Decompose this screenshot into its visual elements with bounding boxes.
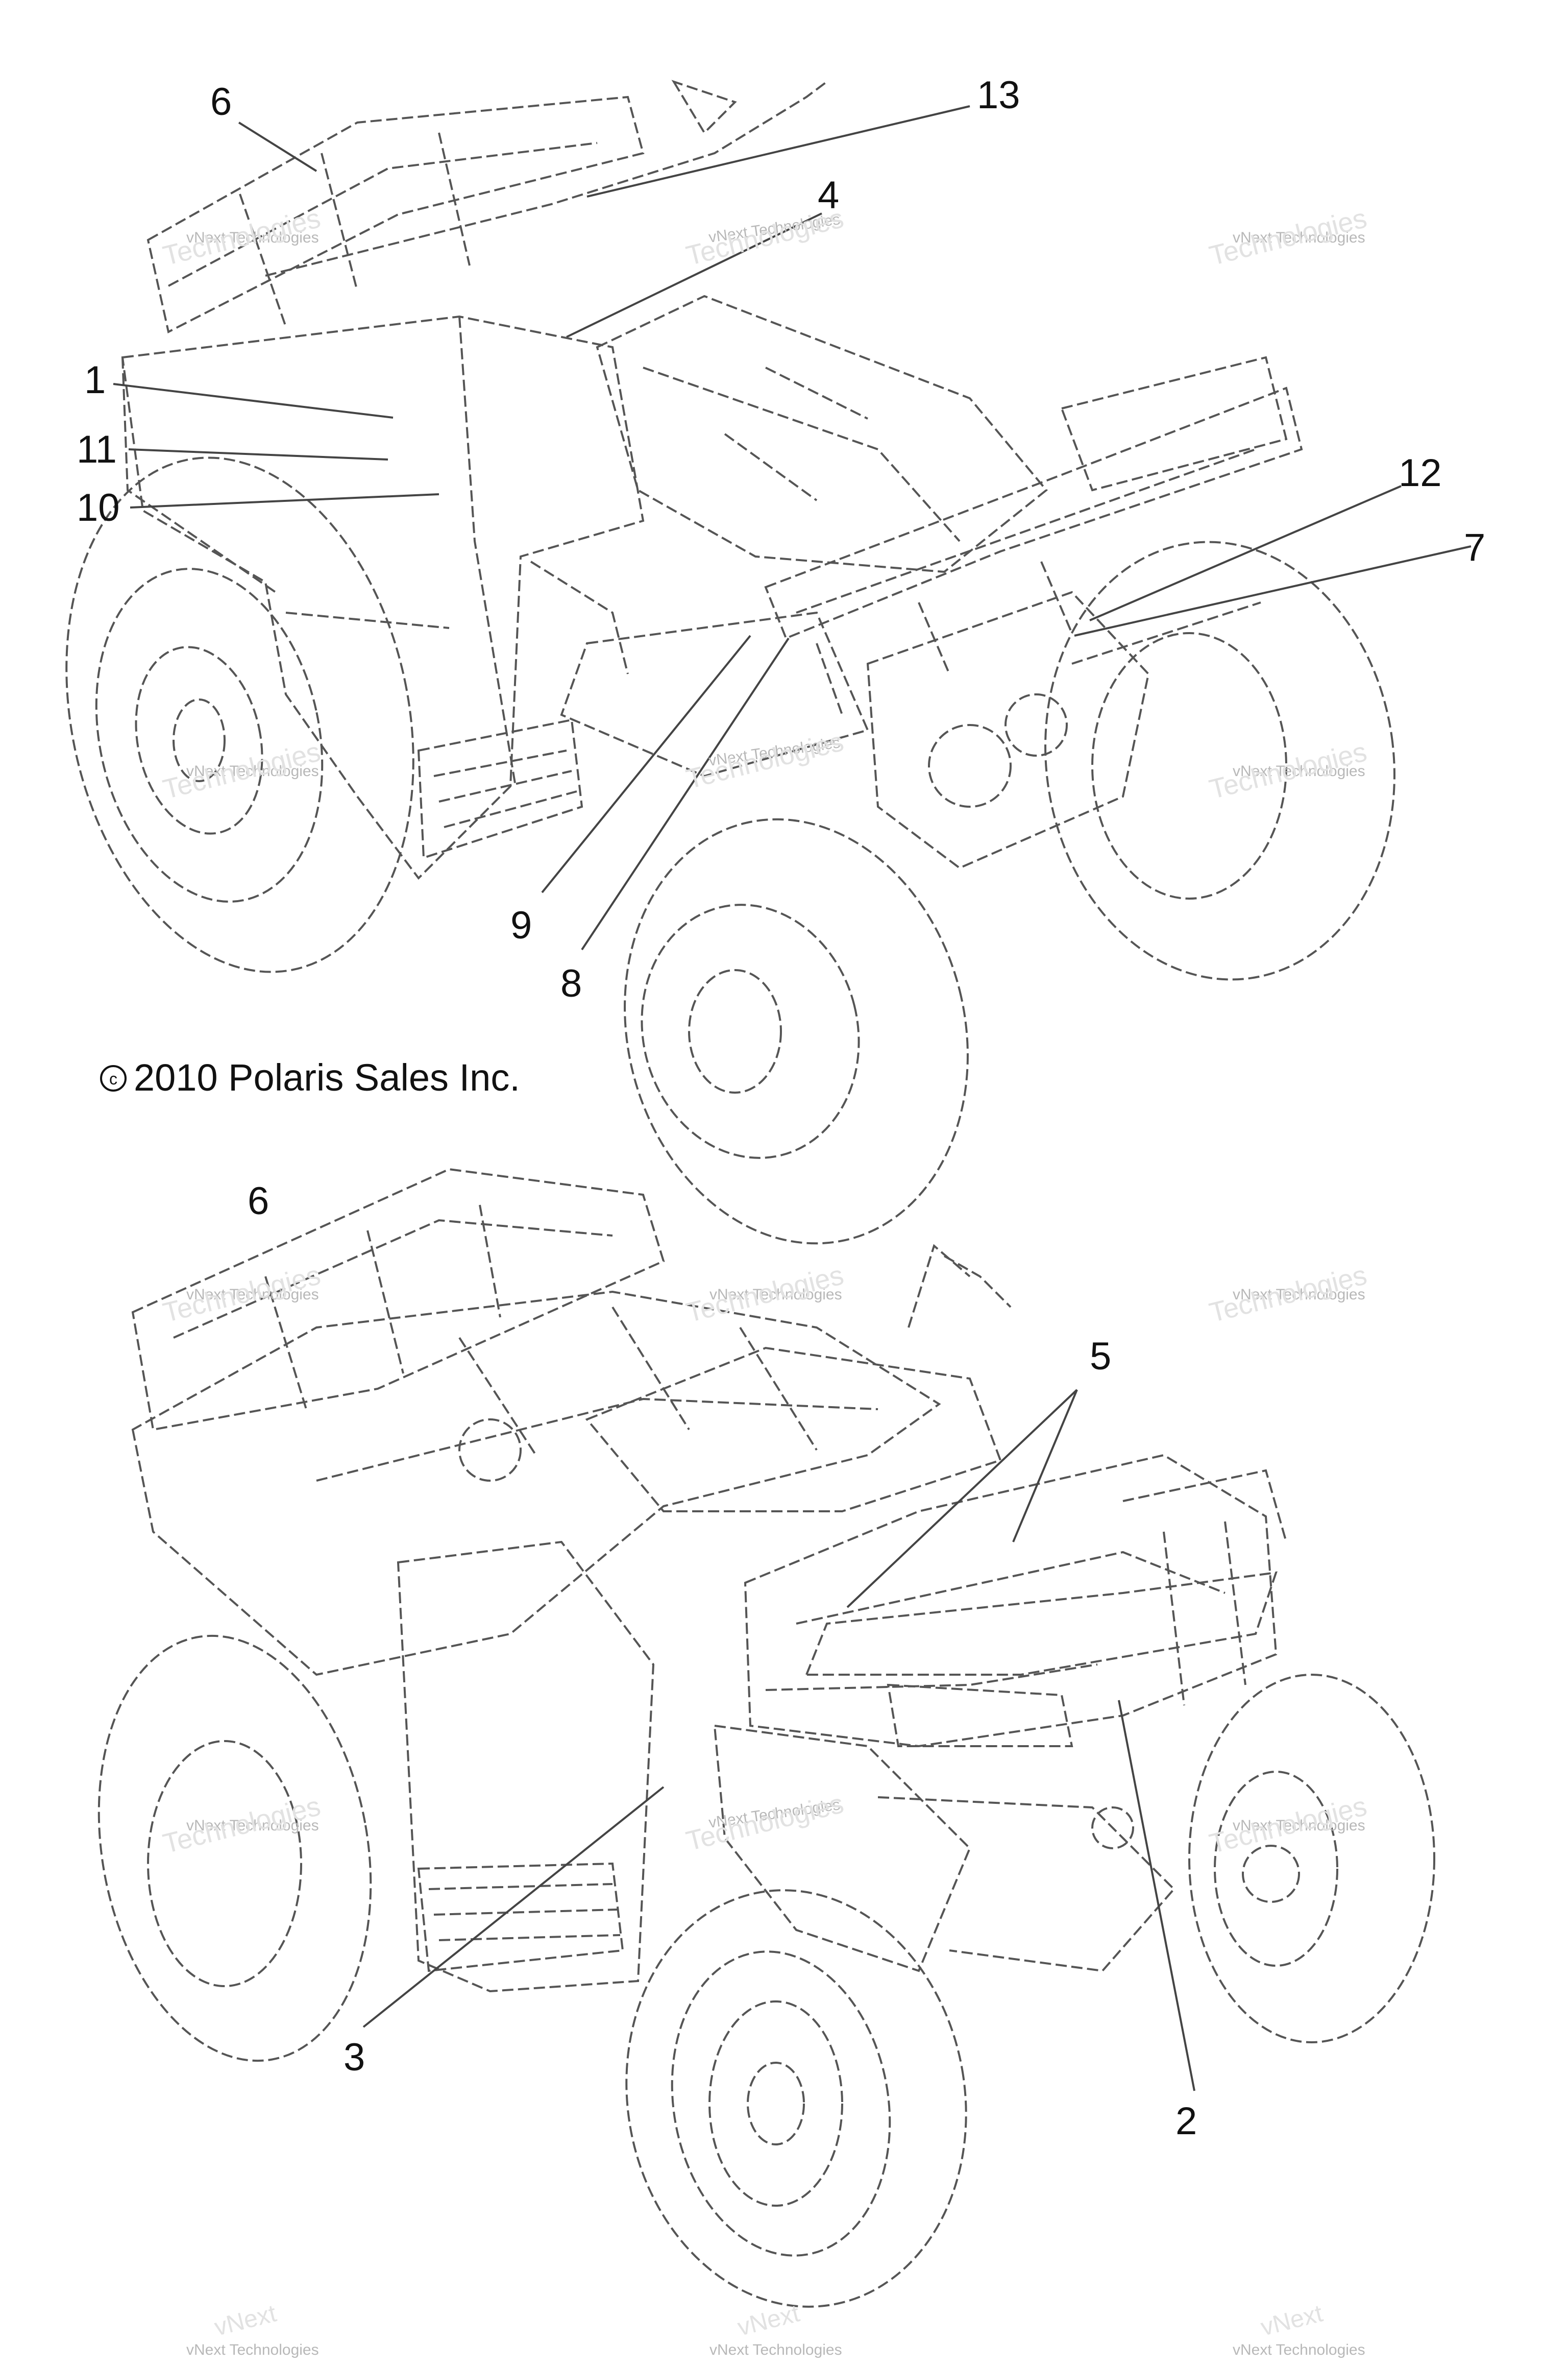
watermark-15: vNext Technologies vNext [1233,2300,1365,2358]
svg-text:vNext Technologies: vNext Technologies [1233,763,1365,780]
watermark-11: vNext Technologies Technologies [683,1788,846,1856]
svg-text:Technologies: Technologies [1206,736,1369,805]
callout-6-bottom: 6 [248,1179,269,1223]
svg-text:Technologies: Technologies [683,203,846,271]
copyright-text: 2010 Polaris Sales Inc. [134,1056,520,1099]
svg-text:Technologies: Technologies [160,1260,323,1328]
svg-text:vNext Technologies: vNext Technologies [186,763,319,780]
svg-text:Technologies: Technologies [683,726,846,794]
callout-10: 10 [77,486,120,529]
svg-text:vNext Technologies: vNext Technologies [186,2341,319,2358]
svg-text:Technologies: Technologies [160,1791,323,1859]
svg-text:Technologies: Technologies [1206,203,1369,271]
callout-5: 5 [1090,1335,1111,1378]
copyright-notice: c 2010 Polaris Sales Inc. [100,1056,520,1099]
bottom-leader-lines [362,1389,1195,2091]
callout-1: 1 [84,358,106,402]
svg-text:vNext: vNext [212,2300,279,2341]
svg-text:vNext: vNext [735,2300,802,2341]
svg-text:Technologies: Technologies [1206,1791,1369,1859]
copyright-symbol-icon [100,1065,127,1092]
top-leader-lines [113,105,1472,951]
svg-text:vNext Technologies: vNext Technologies [1233,2341,1365,2358]
svg-text:vNext Technologies: vNext Technologies [1233,1817,1365,1834]
watermark-3: vNext Technologies Technologies [1206,203,1369,271]
svg-text:vNext Technologies: vNext Technologies [1233,1286,1365,1303]
watermark-7: vNext Technologies Technologies [160,1260,323,1328]
callout-4: 4 [818,174,839,217]
svg-text:Technologies: Technologies [1206,1260,1369,1328]
svg-text:vNext Technologies: vNext Technologies [186,1817,319,1834]
callout-11: 11 [77,428,117,471]
svg-text:Technologies: Technologies [683,1260,846,1328]
watermark-group: vNext Technologies Technologies vNext Te… [160,203,1369,2358]
atv-front-view-drawing [97,1168,1435,2308]
callout-8: 8 [560,962,582,1005]
top-callouts: 6 13 4 1 11 10 12 7 9 8 [77,74,1485,1005]
callout-6-top: 6 [210,80,232,124]
watermark-10: vNext Technologies Technologies [160,1791,323,1859]
watermark-4: vNext Technologies Technologies [160,736,323,805]
svg-text:Technologies: Technologies [160,736,323,805]
callout-12: 12 [1399,451,1442,495]
callout-13: 13 [977,74,1020,117]
callout-7: 7 [1464,526,1485,569]
svg-text:vNext Technologies: vNext Technologies [186,1286,319,1303]
watermark-1: vNext Technologies Technologies [160,203,323,271]
svg-text:Technologies: Technologies [683,1788,846,1856]
svg-text:Technologies: Technologies [160,203,323,271]
callout-3: 3 [344,2036,365,2079]
watermark-2: vNext Technologies Technologies [683,203,846,271]
svg-text:vNext Technologies: vNext Technologies [709,1286,842,1303]
svg-text:vNext Technologies: vNext Technologies [1233,229,1365,246]
bottom-callouts: 6 5 3 2 [248,1179,1197,2143]
watermark-13: vNext Technologies vNext [186,2300,319,2358]
watermark-9: vNext Technologies Technologies [1206,1260,1369,1328]
svg-text:vNext: vNext [1258,2300,1326,2341]
watermark-12: vNext Technologies Technologies [1206,1791,1369,1859]
atv-rear-view-drawing [65,80,1395,1245]
watermark-5: vNext Technologies Technologies [683,726,846,794]
callout-2: 2 [1175,2099,1197,2143]
watermark-8: vNext Technologies Technologies [683,1260,846,1328]
svg-text:c: c [109,1070,117,1088]
watermark-14: vNext Technologies vNext [709,2300,842,2358]
watermark-6: vNext Technologies Technologies [1206,736,1369,805]
svg-text:vNext Technologies: vNext Technologies [186,229,319,246]
svg-text:vNext Technologies: vNext Technologies [709,2341,842,2358]
callout-9: 9 [510,904,532,947]
